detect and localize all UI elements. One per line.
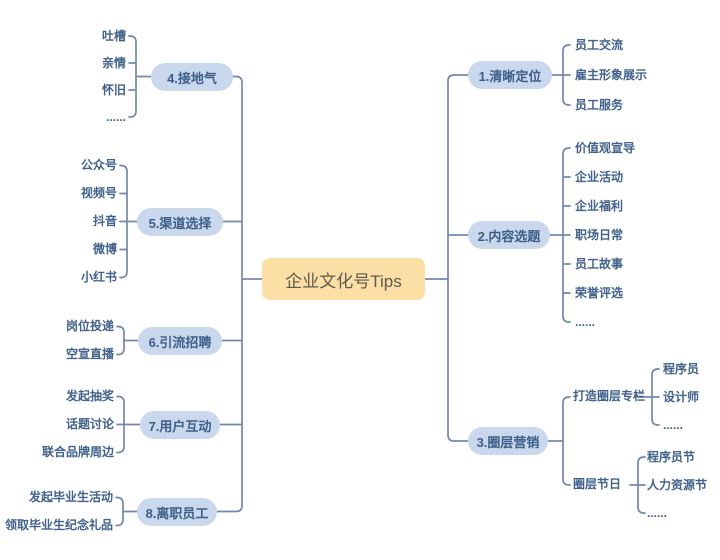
branch-node-left-6[interactable]: 6.引流招聘 (138, 327, 222, 355)
leaf-node[interactable]: 发起毕业生活动 (28, 490, 113, 504)
central-topic-node[interactable]: 企业文化号Tips (262, 258, 425, 300)
leaf-node[interactable]: 亲情 (101, 56, 126, 70)
leaf-node[interactable]: 岗位投递 (65, 319, 114, 333)
leaf-node[interactable]: 设计师 (663, 390, 700, 404)
leaf-node[interactable]: 员工故事 (575, 257, 624, 271)
branch-node-left-7[interactable]: 7.用户互动 (140, 411, 220, 439)
branch-node-left-8[interactable]: 8.离职员工 (137, 498, 217, 526)
leaf-node[interactable]: 雇主形象展示 (575, 68, 648, 82)
leaf-node[interactable]: 微博 (92, 242, 117, 256)
leaf-node[interactable]: 程序员 (663, 362, 700, 376)
leaf-node[interactable]: 空宣直播 (65, 347, 114, 361)
leaf-node[interactable]: 话题讨论 (65, 417, 114, 431)
branch-node-right-3[interactable]: 3.圈层营销 (468, 427, 548, 455)
leaf-node[interactable]: 程序员节 (647, 450, 696, 464)
leaf-node[interactable]: 企业活动 (575, 170, 624, 184)
leaf-node[interactable]: 吐槽 (101, 29, 126, 43)
leaf-node[interactable]: 员工交流 (575, 38, 624, 52)
leaf-node[interactable]: 领取毕业生纪念礼品 (4, 518, 113, 532)
leaf-node[interactable]: 公众号 (80, 158, 117, 172)
leaf-node[interactable]: 职场日常 (575, 228, 624, 242)
branch-node-left-5[interactable]: 5.渠道选择 (137, 208, 223, 236)
sub-branch-node[interactable]: 打造圈层专栏 (573, 389, 646, 403)
leaf-node[interactable]: 联合品牌周边 (41, 445, 114, 459)
leaf-node[interactable]: 怀旧 (101, 83, 126, 97)
leaf-node[interactable]: 人力资源节 (647, 478, 708, 492)
leaf-node[interactable]: 小红书 (80, 270, 117, 284)
leaf-node[interactable]: 员工服务 (575, 98, 624, 112)
leaf-node[interactable]: 发起抽奖 (65, 389, 114, 403)
branch-node-left-4[interactable]: 4.接地气 (151, 63, 233, 91)
branch-node-right-1[interactable]: 1.清晰定位 (468, 61, 552, 89)
leaf-node[interactable]: 企业福利 (575, 199, 624, 213)
sub-branch-node[interactable]: 圈层节日 (573, 477, 622, 491)
leaf-node[interactable]: ...... (575, 315, 596, 329)
leaf-node[interactable]: 视频号 (80, 186, 117, 200)
leaf-node[interactable]: ...... (663, 418, 684, 432)
branch-node-right-2[interactable]: 2.内容选题 (468, 221, 550, 249)
leaf-node[interactable]: 价值观宣导 (575, 141, 636, 155)
leaf-node[interactable]: ...... (647, 506, 668, 520)
leaf-node[interactable]: 荣誉评选 (575, 286, 624, 300)
leaf-node[interactable]: 抖音 (92, 214, 117, 228)
leaf-node[interactable]: ...... (105, 110, 126, 124)
